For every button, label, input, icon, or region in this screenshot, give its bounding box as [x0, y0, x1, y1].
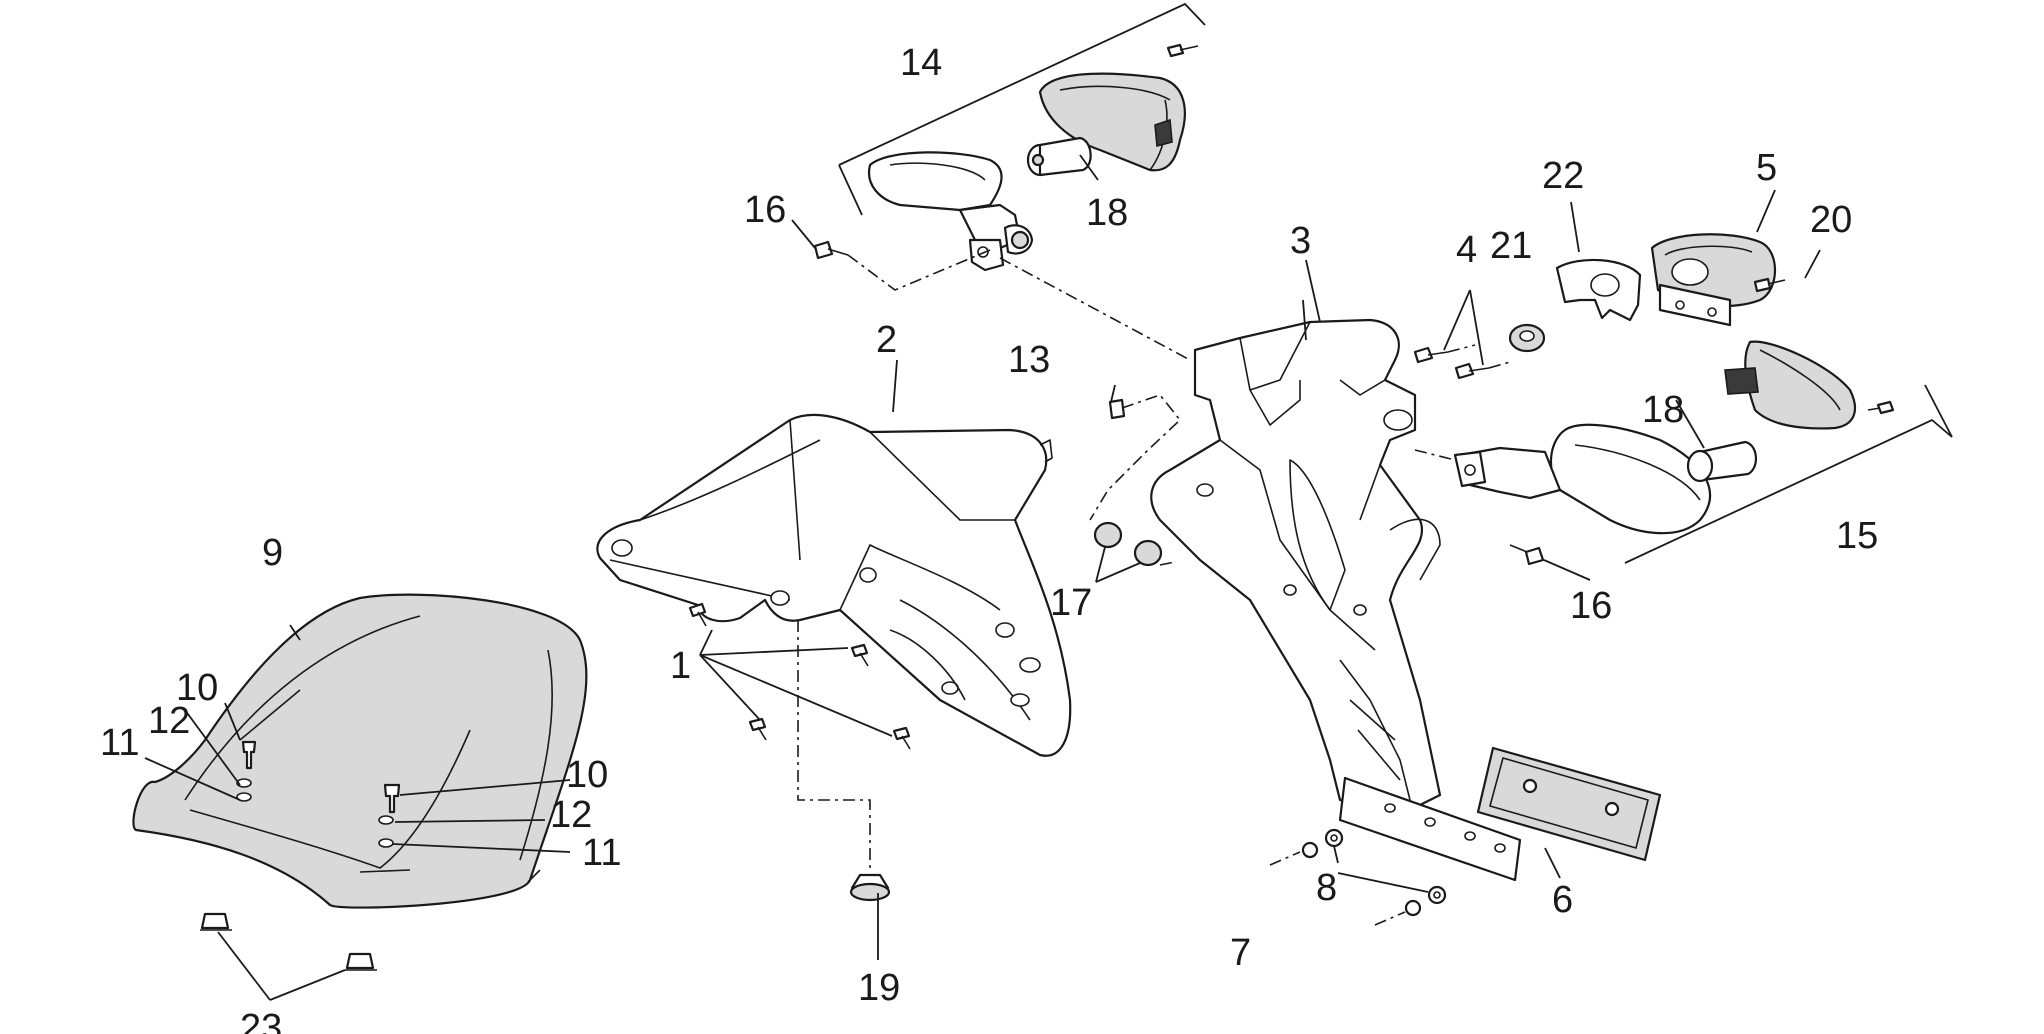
leader-lines: [144, 154, 1821, 1001]
callout-5: 5: [1756, 147, 1777, 189]
grommets: [1093, 521, 1163, 567]
callout-17: 17: [1050, 582, 1092, 624]
callout-10-right: 10: [566, 754, 608, 796]
callout-1: 1: [670, 645, 691, 687]
tail-light: [1650, 233, 1777, 327]
callout-3: 3: [1290, 220, 1311, 262]
left-lens-screw: [1166, 43, 1199, 58]
callout-23: 23: [240, 1007, 282, 1034]
callout-12-left: 12: [148, 700, 190, 742]
callout-18-left: 18: [1086, 192, 1128, 234]
callout-16-right: 16: [1570, 585, 1612, 627]
tail-light-screws: [1413, 346, 1490, 380]
left-indicator-screw: [813, 240, 849, 260]
assembly-lines: [797, 249, 1511, 926]
light-gasket: [1555, 258, 1642, 322]
licence-plate-bracket: [1150, 318, 1442, 812]
callout-7: 7: [1230, 932, 1251, 974]
tail-light-screw: [1753, 277, 1786, 293]
fender-screws: [688, 602, 911, 750]
right-indicator-bulb: [1686, 440, 1757, 483]
callout-labels: 1 2 3 4 5 6 7 8 9 10 10 11 11 12 12 13 1…: [100, 42, 1878, 1034]
right-indicator-screw: [1509, 544, 1545, 566]
inner-fender-support: [596, 413, 1072, 757]
callout-8: 8: [1316, 867, 1337, 909]
licence-plate-mount-plate: [1338, 776, 1522, 882]
callout-21: 21: [1490, 225, 1532, 267]
callout-14: 14: [900, 42, 942, 84]
callout-18-right: 18: [1642, 389, 1684, 431]
callout-19: 19: [858, 967, 900, 1009]
callout-4: 4: [1456, 229, 1477, 271]
callout-10-left: 10: [176, 667, 218, 709]
left-turn-indicator: [867, 72, 1186, 272]
callout-6: 6: [1552, 879, 1573, 921]
callout-11-right: 11: [582, 832, 621, 874]
callout-15: 15: [1836, 515, 1878, 557]
callout-2: 2: [876, 319, 897, 361]
rear-hugger-mudguard: [132, 593, 588, 909]
callout-12-right: 12: [550, 794, 592, 836]
callout-11-left: 11: [100, 722, 139, 764]
callout-16-left: 16: [744, 189, 786, 231]
rear-reflector: [1476, 746, 1662, 862]
hugger-screws-and-washers: [236, 740, 401, 848]
light-grommet: [1508, 323, 1546, 353]
right-turn-indicator: [1453, 340, 1857, 535]
right-lens-screw: [1867, 400, 1895, 415]
wire-clip: [1108, 398, 1126, 420]
callout-9: 9: [262, 532, 283, 574]
left-indicator-bulb: [1026, 136, 1092, 177]
callout-20: 20: [1810, 199, 1852, 241]
kit-brackets: [838, 2, 1953, 564]
callout-13: 13: [1008, 339, 1050, 381]
hugger-clips: [200, 912, 377, 971]
callout-22: 22: [1542, 155, 1584, 197]
plate-nuts-washers: [1301, 828, 1447, 917]
fender-nut: [849, 873, 891, 902]
